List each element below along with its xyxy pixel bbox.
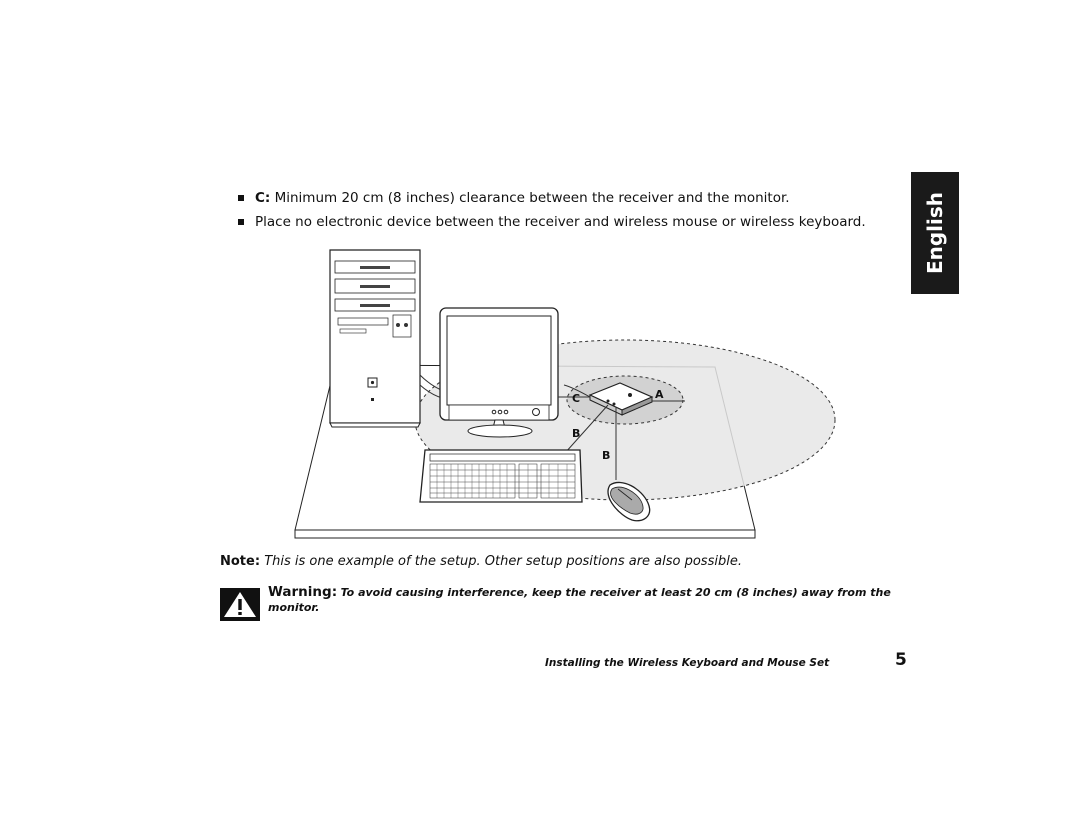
bullet-label: C: <box>255 190 271 206</box>
footer-title: Installing the Wireless Keyboard and Mou… <box>545 657 830 669</box>
bullet-item: Place no electronic device between the r… <box>238 212 878 232</box>
wireless-receiver <box>588 382 654 416</box>
warning: Warning: To avoid causing interference, … <box>268 585 908 615</box>
monitor <box>439 307 559 438</box>
language-tab: English <box>911 172 959 294</box>
note-label: Note: <box>220 554 261 569</box>
label-b-mouse: B <box>602 449 610 462</box>
label-a: A <box>655 388 664 401</box>
distance-line-b-keyboard <box>564 404 609 454</box>
tower-computer <box>329 249 421 428</box>
bullet-text: Minimum 20 cm (8 inches) clearance betwe… <box>270 190 790 206</box>
bullet-square-icon <box>238 195 244 201</box>
bullet-list: C: Minimum 20 cm (8 inches) clearance be… <box>238 188 878 236</box>
bullet-square-icon <box>238 219 244 225</box>
label-c: C <box>572 392 580 405</box>
warning-triangle-icon <box>220 588 260 621</box>
warning-label: Warning: <box>268 584 338 600</box>
page-number: 5 <box>895 650 907 670</box>
receiver-cable <box>563 384 591 398</box>
setup-illustration: C A B B <box>294 249 836 539</box>
bullet-item: C: Minimum 20 cm (8 inches) clearance be… <box>238 188 878 208</box>
wireless-keyboard <box>419 449 583 503</box>
wireless-mouse <box>607 481 651 522</box>
label-b-keyboard: B <box>572 427 580 440</box>
language-tab-label: English <box>923 191 947 275</box>
bullet-text: Place no electronic device between the r… <box>255 214 866 230</box>
desk-front <box>294 529 756 539</box>
note: Note: This is one example of the setup. … <box>220 554 742 569</box>
warning-text: To avoid causing interference, keep the … <box>268 586 891 614</box>
note-text: This is one example of the setup. Other … <box>264 554 742 569</box>
